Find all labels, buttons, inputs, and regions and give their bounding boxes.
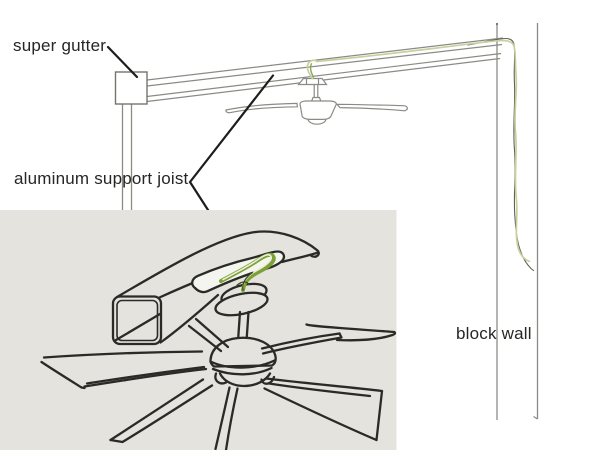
detail-inset-fan-mount: [0, 210, 397, 450]
tube-bottom-edge: [159, 293, 220, 344]
wire-curl: [309, 63, 315, 78]
tube-far-edge: [115, 230, 320, 299]
electrical-wire: [306, 37, 535, 272]
support-post: [121, 104, 133, 210]
label-block-wall: block wall: [456, 324, 532, 343]
wire-dark-strand: [467, 37, 535, 272]
wire-green-strand: [306, 39, 531, 263]
aluminum-support-joist-beam: [146, 37, 504, 103]
label-super-gutter: super gutter: [13, 36, 107, 55]
tube-square-end: [111, 295, 163, 346]
block-wall: [495, 22, 539, 420]
super-gutter-leader: [106, 45, 139, 79]
fan-blades: [40, 317, 397, 450]
super-gutter-box: [114, 71, 148, 105]
downrod: [236, 310, 242, 343]
label-aluminum-support-joist: aluminum support joist: [14, 169, 189, 188]
ceiling-fan: [225, 77, 408, 125]
wire-detail: [219, 252, 276, 292]
